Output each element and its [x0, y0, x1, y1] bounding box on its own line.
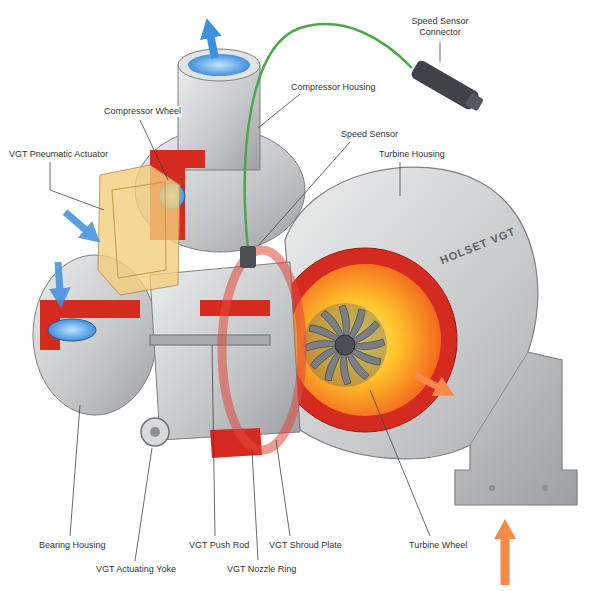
turbine-wheel — [305, 305, 385, 385]
leader-line — [140, 120, 168, 180]
part-label: Compressor Wheel — [103, 106, 182, 117]
part-label: Turbine Housing — [378, 149, 446, 160]
flange-bolt — [489, 485, 495, 491]
leader-line — [50, 162, 104, 210]
leader-line — [212, 345, 215, 536]
part-label: VGT Pneumatic Actuator — [8, 149, 109, 160]
air-flow-arrow — [210, 34, 215, 58]
hot-exhaust — [289, 264, 441, 416]
outlet-flange — [178, 49, 260, 81]
exhaust-flow-arrow — [415, 375, 440, 388]
leader-lines — [50, 42, 440, 561]
part-label: VGT Shroud Plate — [268, 540, 343, 551]
compressor-inlet — [48, 319, 96, 341]
vgt-push-rod — [150, 335, 270, 345]
speed-sensor-connector — [410, 59, 486, 114]
vgt-pneumatic-actuator — [98, 165, 180, 295]
compressor-cut-face — [40, 300, 140, 350]
leader-line — [258, 142, 350, 246]
leader-line — [252, 450, 258, 560]
leader-line — [370, 390, 430, 536]
leader-line — [70, 405, 80, 536]
actuating-yoke-pivot — [150, 427, 160, 437]
leader-line — [440, 42, 441, 62]
connector-label: Speed Sensor Connector — [403, 16, 477, 38]
air-flow-arrow — [58, 262, 60, 292]
leader-line — [258, 94, 300, 128]
flange-bolt — [542, 485, 548, 491]
sensor-wire — [245, 24, 412, 250]
part-label: Compressor Housing — [290, 82, 377, 93]
vgt-nozzle-ring — [222, 250, 302, 450]
part-label: VGT Push Rod — [188, 540, 250, 551]
actuating-yoke-pivot — [141, 418, 169, 446]
leader-line — [276, 440, 290, 536]
part-label: Speed Sensor — [340, 129, 399, 140]
outlet-bore — [188, 54, 250, 76]
part-label: VGT Actuating Yoke — [95, 564, 177, 575]
part-label: VGT Nozzle Ring — [226, 564, 297, 575]
bearing-cut-face — [200, 300, 270, 316]
leader-line — [400, 162, 401, 196]
turbine-housing — [285, 167, 577, 505]
part-label: Bearing Housing — [38, 540, 107, 551]
leader-line — [135, 448, 152, 561]
air-flow-arrow — [65, 212, 88, 232]
part-label: Turbine Wheel — [408, 540, 468, 551]
actuator-detail — [112, 182, 166, 278]
housing-edge — [470, 352, 528, 445]
speed-sensor — [240, 246, 256, 268]
exhaust-inlet-arrow — [501, 535, 510, 585]
turbine-wheel-shadow — [303, 303, 387, 387]
